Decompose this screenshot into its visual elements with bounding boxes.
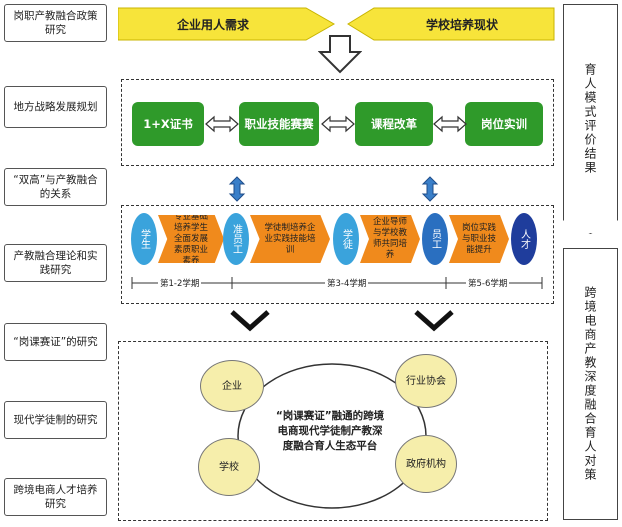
stage-step-4: 岗位实践与职业技能提升: [449, 215, 509, 263]
circle-enterprise: 企业: [200, 360, 264, 412]
vertical-double-arrow-icon: [228, 176, 246, 202]
period-label-1: 第1-2学期: [158, 277, 202, 289]
circle-government: 政府机构: [395, 435, 457, 493]
training-stage-box: [121, 205, 554, 304]
vertical-double-arrow-icon: [421, 176, 439, 202]
school-banner: [347, 7, 555, 41]
chevron-down-icon: [414, 310, 454, 332]
pill-1x-certificate: 1+X证书: [132, 102, 204, 146]
stage-node-student: 学生: [131, 213, 157, 265]
left-label-4: 产教融合理论和实践研究: [4, 244, 107, 282]
pill-curriculum-reform: 课程改革: [355, 102, 433, 146]
left-label-6: 现代学徒制的研究: [4, 401, 107, 439]
right-label-strategy: 跨境电商产教深度融合育人对策: [563, 248, 618, 520]
left-label-5: “岗课赛证”的研究: [4, 323, 107, 361]
stage-step-2: 学徒制培养企业实践技能培训: [250, 215, 330, 263]
down-arrow-icon: [318, 35, 362, 74]
double-arrow-icon: [433, 115, 467, 133]
stage-step-3: 企业导师与学校教师共同培养: [360, 215, 420, 263]
period-label-2: 第3-4学期: [325, 277, 369, 289]
left-label-1: 岗职产教融合政策研究: [4, 4, 107, 42]
stage-node-apprentice-candidate: 准员工: [223, 213, 249, 265]
left-label-3: “双高”与产教融合的关系: [4, 168, 107, 206]
stage-node-talent: 人才: [511, 213, 537, 265]
school-banner-label: 学校培养现状: [425, 17, 498, 32]
double-arrow-icon: [205, 115, 239, 133]
demand-banner-label: 企业用人需求: [176, 17, 249, 32]
circle-school: 学校: [198, 438, 260, 496]
pill-skills-competition: 职业技能赛赛: [239, 102, 319, 146]
period-label-3: 第5-6学期: [466, 277, 510, 289]
training-methods-box: [121, 79, 554, 166]
demand-banner: [118, 7, 336, 41]
ecosystem-platform-box: [118, 341, 548, 521]
circle-industry-association: 行业协会: [395, 354, 457, 408]
chevron-down-icon: [230, 310, 270, 332]
left-label-2: 地方战略发展规划: [4, 86, 107, 128]
ecosystem-center-label: “岗课赛证”融通的跨境电商现代学徒制产教深度融合育人生态平台: [275, 409, 385, 452]
double-arrow-icon: [321, 115, 355, 133]
left-label-7: 跨境电商人才培养研究: [4, 478, 107, 516]
stage-node-employee: 员工: [422, 213, 448, 265]
pill-job-training: 岗位实训: [465, 102, 543, 146]
stage-step-1: 专业基础培养学生全面发展素质职业素养: [158, 215, 224, 263]
stage-node-apprentice: 学徒: [333, 213, 359, 265]
right-label-evaluation: 育人模式评价结果: [563, 4, 618, 234]
